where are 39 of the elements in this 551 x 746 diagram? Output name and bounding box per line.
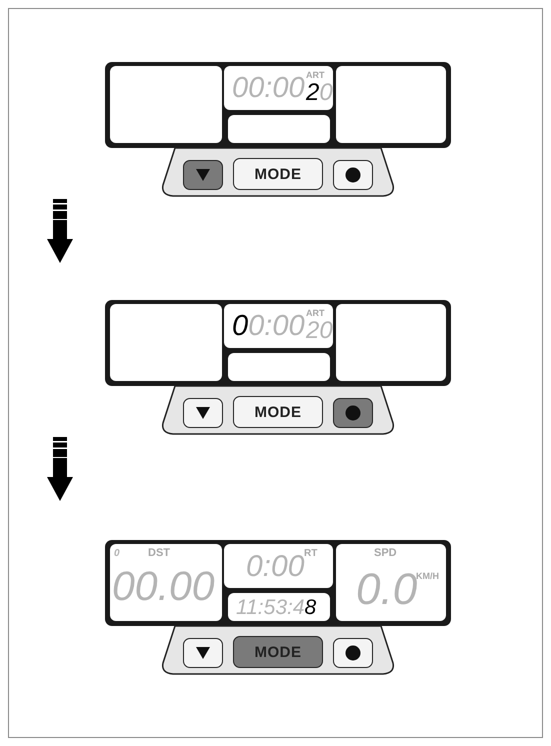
lcd-screen bbox=[110, 544, 222, 621]
lcd-screen bbox=[336, 66, 446, 143]
lcd-digits: 20 bbox=[306, 81, 333, 105]
lcd-screen bbox=[228, 353, 330, 381]
lcd-label: KM/H bbox=[416, 572, 439, 581]
lcd-label: RT bbox=[304, 549, 318, 559]
lcd-screen bbox=[336, 544, 446, 621]
lcd-label: ART bbox=[306, 71, 324, 80]
select-button bbox=[333, 160, 373, 190]
lcd-screen bbox=[224, 544, 333, 588]
lcd-screen bbox=[224, 304, 333, 348]
mode-button: MODE bbox=[233, 396, 323, 428]
select-button bbox=[333, 638, 373, 668]
lcd-digits: 0:00 bbox=[246, 552, 304, 582]
lcd-digits: 11:53:48 bbox=[236, 597, 316, 618]
select-button bbox=[333, 398, 373, 428]
lcd-screen bbox=[228, 115, 330, 143]
mode-button: MODE bbox=[233, 636, 323, 668]
mode-button: MODE bbox=[233, 158, 323, 190]
display-frame bbox=[105, 540, 451, 626]
lcd-screen bbox=[110, 66, 222, 143]
lcd-label: DST bbox=[148, 548, 170, 559]
lcd-label: ART bbox=[306, 309, 324, 318]
lcd-screen bbox=[336, 304, 446, 381]
lcd-digits: 00.00 bbox=[112, 566, 215, 607]
down-button bbox=[183, 638, 223, 668]
lcd-digits: 00:00 bbox=[232, 74, 305, 103]
lcd-label: SPD bbox=[374, 548, 397, 559]
lcd-digits: 0.0 bbox=[356, 568, 418, 612]
lcd-indicator: 0 bbox=[114, 549, 120, 559]
display-frame bbox=[105, 300, 451, 386]
lcd-screen bbox=[110, 304, 222, 381]
down-button bbox=[183, 398, 223, 428]
lcd-screen bbox=[224, 66, 333, 110]
lcd-screen bbox=[228, 593, 330, 621]
display-frame bbox=[105, 62, 451, 148]
lcd-digits: 00:00 bbox=[232, 312, 305, 341]
down-button bbox=[183, 160, 223, 190]
lcd-digits: 20 bbox=[306, 319, 333, 343]
